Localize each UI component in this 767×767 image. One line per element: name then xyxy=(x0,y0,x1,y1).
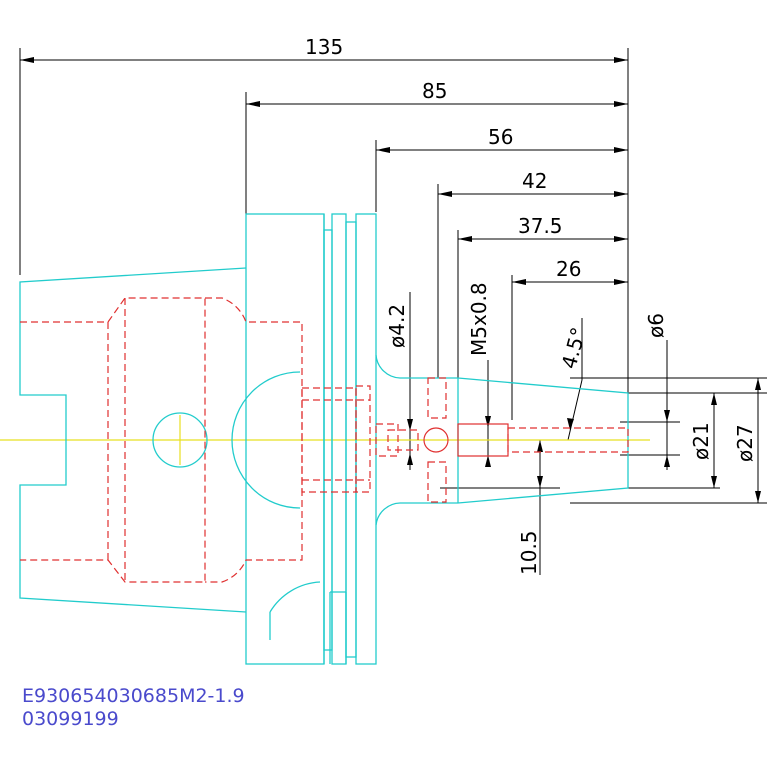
dim-dia-21: ø21 xyxy=(689,422,713,460)
dim-dia-6: ø6 xyxy=(644,313,668,338)
dim-26: 26 xyxy=(556,257,581,281)
dim-thread-m5: M5x0.8 xyxy=(467,282,491,356)
dim-42: 42 xyxy=(522,169,547,193)
part-outline xyxy=(19,213,629,665)
dim-dia-4-2: ø4.2 xyxy=(385,304,409,348)
dim-135: 135 xyxy=(305,35,343,59)
dimension-lines xyxy=(19,48,767,575)
part-code-label: 03099199 xyxy=(22,708,119,730)
dim-56: 56 xyxy=(488,125,513,149)
hidden-lines xyxy=(20,297,629,583)
part-number-label: E930654030685M2-1.9 xyxy=(22,685,245,707)
dim-85: 85 xyxy=(422,79,447,103)
dim-angle-4-5: 4.5° xyxy=(557,325,591,372)
dim-10-5: 10.5 xyxy=(517,530,541,575)
dim-37-5: 37.5 xyxy=(518,214,563,238)
dim-dia-27: ø27 xyxy=(733,424,757,462)
